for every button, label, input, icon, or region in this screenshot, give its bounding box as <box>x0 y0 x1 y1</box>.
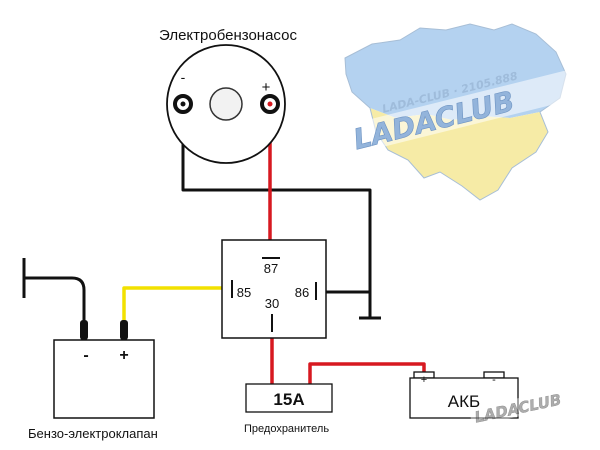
pump-center-hub <box>209 87 243 121</box>
valve-minus-label: - <box>83 347 88 364</box>
battery-label: АКБ <box>448 392 480 411</box>
wires <box>22 104 426 384</box>
watermark-map-logo: LADA-CLUB · 2105.888 LADACLUB <box>342 23 583 201</box>
watermark-corner-banner <box>468 384 588 427</box>
wire-valve-85 <box>122 286 232 324</box>
valve-plus-terminal <box>120 320 128 340</box>
battery-plus-label: + <box>421 374 427 386</box>
valve-body <box>53 339 155 419</box>
pump-plus-terminal-core <box>267 101 273 107</box>
fuse-label: Предохранитель <box>244 423 329 435</box>
relay-pin-87: 87 <box>264 261 278 276</box>
pump-minus-terminal-core <box>180 101 186 107</box>
fuse: 15A Предохранитель <box>244 383 333 435</box>
fuse-value: 15A <box>273 390 304 409</box>
fuel-valve: - + Бензо-электроклапан <box>28 320 158 441</box>
watermark-map-blue <box>345 24 566 120</box>
battery: + - АКБ <box>409 371 519 419</box>
pump-minus-label: - <box>181 69 186 85</box>
pump-title: Электробензонасос <box>159 27 297 44</box>
watermark-map-outline <box>344 23 567 201</box>
relay-pin-85: 85 <box>237 285 251 300</box>
relay-body <box>221 239 327 339</box>
fuel-pump: Электробензонасос - + <box>159 27 297 164</box>
relay: 87 85 86 30 <box>221 239 327 339</box>
valve-plus-label: + <box>119 347 128 364</box>
wire-valve-ground <box>24 276 86 326</box>
relay-pin-30: 30 <box>265 296 279 311</box>
watermark-map-yellow <box>370 108 548 200</box>
pump-plus-label: + <box>262 79 271 96</box>
watermark-banner <box>342 68 583 156</box>
battery-minus-label: - <box>492 374 496 386</box>
fuse-body <box>245 383 333 413</box>
valve-minus-terminal <box>80 320 88 340</box>
wire-fuse-battery <box>308 362 426 384</box>
battery-body <box>409 377 519 419</box>
wire-pump-ground <box>181 104 372 318</box>
relay-pin-86: 86 <box>295 285 309 300</box>
valve-label: Бензо-электроклапан <box>28 426 158 441</box>
